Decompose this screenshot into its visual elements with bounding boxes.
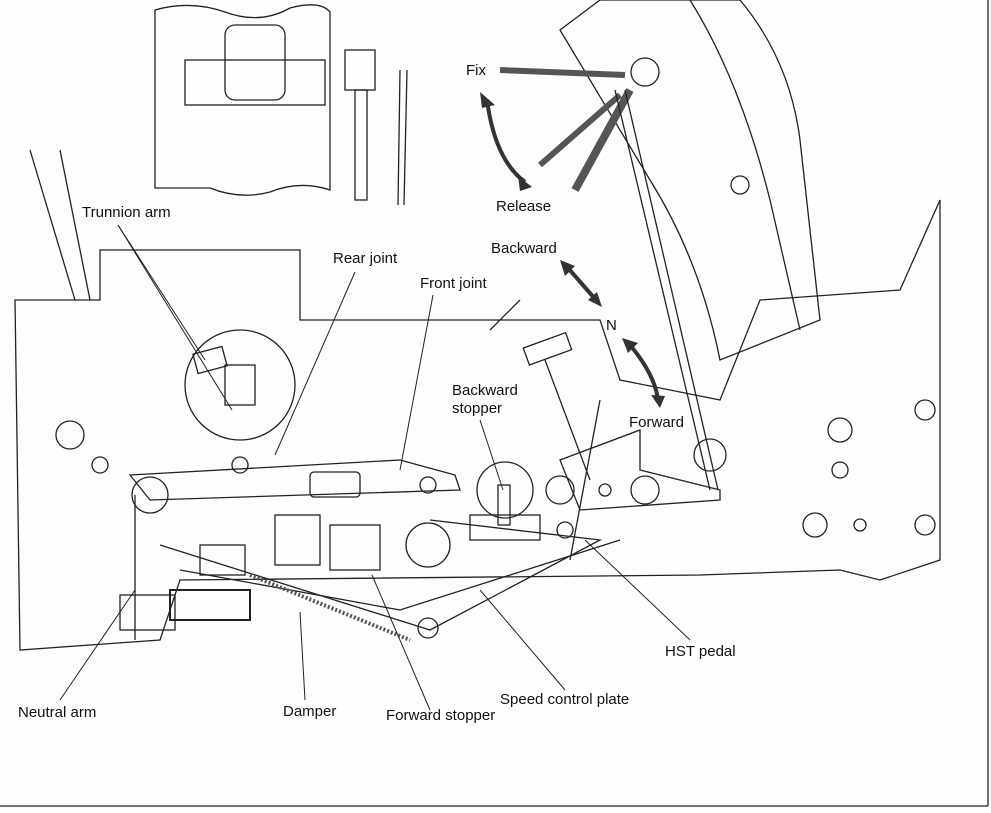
motion-arrows <box>480 92 665 408</box>
parking-lever-assembly <box>499 0 821 491</box>
leader-lines <box>59 224 691 711</box>
inset-detail <box>154 4 408 206</box>
label-damper: Damper <box>283 703 337 720</box>
label-hst-pedal: HST pedal <box>665 643 736 660</box>
trunnion-block <box>224 364 256 406</box>
label-forward: Forward <box>629 414 685 431</box>
label-trunnion-arm: Trunnion arm <box>82 204 171 221</box>
label-fix: Fix <box>466 62 486 79</box>
label-neutral-arm: Neutral arm <box>18 704 97 721</box>
label-backward-stopper-line2: stopper <box>452 400 503 417</box>
label-release: Release <box>496 198 552 215</box>
backward-arrow <box>566 266 598 302</box>
label-front-joint: Front joint <box>420 275 487 292</box>
fix-release-arrow <box>485 99 527 184</box>
label-neutral: N <box>606 317 617 334</box>
trunnion-disk <box>184 329 296 441</box>
label-speed-control-plate: Speed control plate <box>500 691 630 708</box>
label-backward-stopper-line1: Backward <box>452 382 518 399</box>
label-backward: Backward <box>491 240 557 257</box>
transmission-case <box>14 149 941 651</box>
label-rear-joint: Rear joint <box>333 250 398 267</box>
trunnion-arm <box>192 345 228 375</box>
forward-arrow <box>628 343 660 401</box>
label-forward-stopper: Forward stopper <box>386 707 496 724</box>
linkage-rods <box>119 299 721 642</box>
